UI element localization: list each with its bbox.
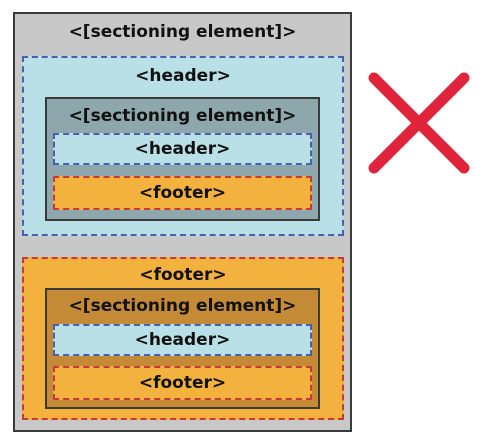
- cross-icon: [368, 72, 470, 174]
- footer-inner-header-label: <header>: [134, 330, 231, 350]
- header-inner-header-label: <header>: [134, 139, 231, 159]
- header-inner-header: <header>: [53, 133, 312, 165]
- top-header-label: <header>: [135, 66, 231, 86]
- header-inner-sectioning-label: <[sectioning element]>: [68, 106, 297, 126]
- footer-inner-sectioning-label: <[sectioning element]>: [68, 296, 297, 316]
- header-inner-footer-label: <footer>: [138, 183, 227, 203]
- footer-inner-header: <header>: [53, 324, 312, 356]
- footer-inner-footer: <footer>: [53, 366, 312, 400]
- bottom-footer-label: <footer>: [139, 265, 227, 285]
- outer-sectioning-label: <[sectioning element]>: [68, 22, 297, 42]
- header-inner-footer: <footer>: [53, 176, 312, 210]
- cross-stroke-2: [368, 72, 470, 174]
- footer-inner-footer-label: <footer>: [138, 373, 227, 393]
